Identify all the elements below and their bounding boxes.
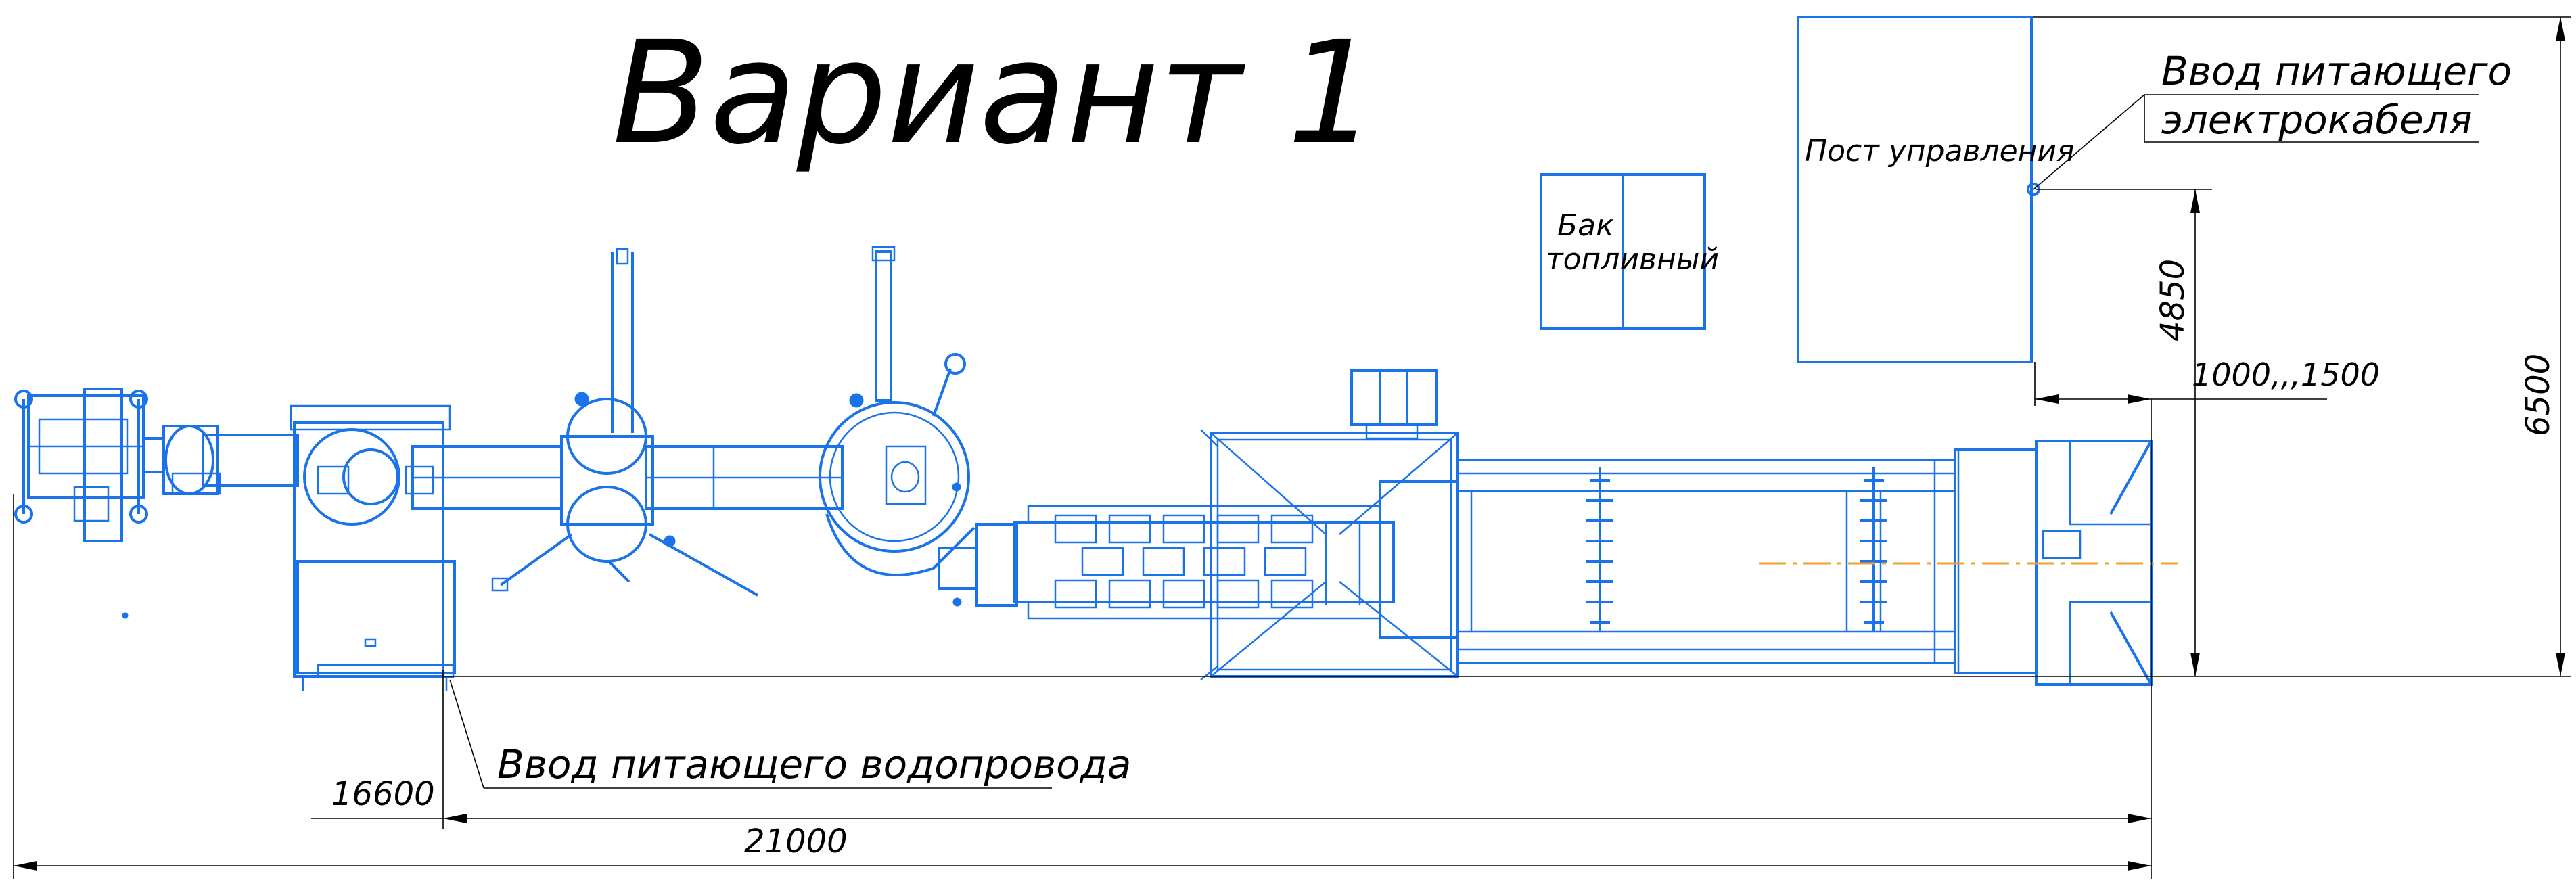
fuel-tank-label-2: топливный [1546, 242, 1719, 277]
outlet-chute [938, 523, 1018, 607]
dimension-1000-1500-label: 1000,,,1500 [2192, 356, 2380, 393]
fuel-tank-label-1: Бак [1557, 208, 1614, 243]
dimension-21000-label: 21000 [744, 823, 848, 860]
dimensions: 21000 16600 Ввод питающего водопровода 4… [13, 16, 2571, 879]
duct-pipe-1 [411, 445, 563, 510]
dimension-6500-label: 6500 [2519, 354, 2557, 436]
dimension-16600-label: 16600 [331, 775, 435, 813]
brush-roller-1 [1586, 467, 1613, 632]
dimension-21000: 21000 [14, 823, 2151, 871]
receiving-unit [14, 388, 148, 619]
dimension-4850: 4850 [2036, 189, 2212, 676]
power-cable-leader: Ввод питающего электрокабеля [2033, 48, 2512, 190]
dimension-4850-label: 4850 [2154, 259, 2192, 342]
water-supply-leader: Ввод питающего водопровода [449, 679, 1131, 789]
power-cable-label-1: Ввод питающего [2161, 48, 2512, 94]
dimension-16600: 16600 [311, 775, 2151, 823]
fan-unit [819, 246, 975, 576]
control-post: Пост управления [1797, 16, 2074, 363]
dimension-6500: 6500 [2033, 16, 2571, 677]
water-supply-label: Ввод питающего водопровода [497, 741, 1131, 787]
control-post-label: Пост управления [1805, 134, 2074, 168]
feed-conveyor [142, 425, 299, 495]
equipment-line [14, 246, 2178, 691]
drawing-title: Вариант 1 [612, 10, 1377, 176]
brush-roller-2 [1860, 467, 1887, 632]
duct-pipe-2 [645, 445, 844, 510]
screen-drum [1013, 505, 1395, 620]
separator-unit [290, 404, 456, 691]
dimension-1000-1500: 1000,,,1500 [2034, 356, 2380, 406]
fuel-tank: Бак топливный [1540, 173, 1719, 330]
hopper-frame [1200, 369, 1459, 680]
power-cable-label-2: электрокабеля [2161, 97, 2472, 143]
cyclone-unit [491, 248, 758, 597]
